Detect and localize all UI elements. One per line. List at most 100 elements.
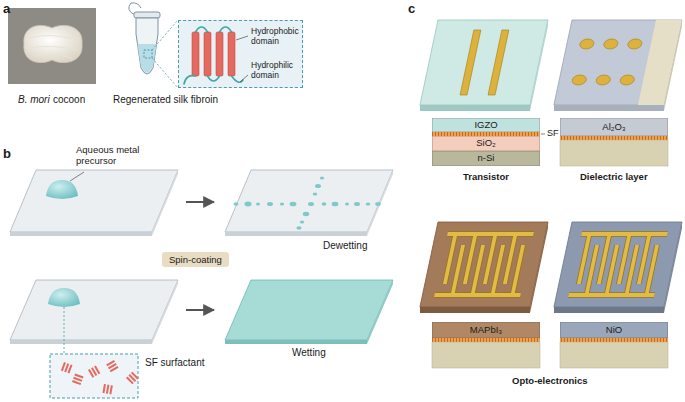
process-arrow — [186, 309, 214, 311]
transistor-tile — [420, 20, 548, 111]
substrate-side — [152, 170, 178, 236]
node-text: NiO — [606, 325, 622, 335]
layer-band: IGZO — [432, 118, 540, 132]
figure-ellipse — [296, 226, 301, 229]
layer-band: MAPbI₃ — [432, 322, 540, 338]
figure-ellipse — [627, 39, 643, 49]
figure-polygon — [664, 222, 682, 313]
figure-g — [61, 362, 73, 374]
figure-rect — [554, 20, 682, 105]
precursor-drop — [48, 288, 80, 307]
substrate-layer — [432, 342, 540, 368]
device-label: Dielectric layer — [580, 171, 648, 182]
figure-ellipse — [256, 203, 260, 206]
cocoon — [24, 25, 82, 62]
zoom-box: Hydrophobic domainHydrophilic domain — [178, 20, 303, 88]
device-label: Transistor — [463, 171, 509, 182]
figure-rect — [488, 30, 509, 95]
cocoon-photo — [8, 8, 96, 84]
figure-g — [420, 20, 548, 105]
figure-rect — [67, 364, 72, 373]
figure-ellipse — [303, 212, 309, 216]
hydrophobic-stripes — [192, 32, 235, 76]
photo-caption: cocoon — [53, 94, 85, 106]
dielectric-tile — [554, 20, 682, 111]
device-label: Opto-electronics — [512, 375, 588, 386]
zoom-line — [152, 58, 178, 88]
callout-label: Aqueous metal precursor — [76, 144, 148, 167]
leader-line — [236, 36, 248, 40]
figure-rect — [554, 222, 682, 307]
dewetted-droplets — [234, 176, 381, 229]
callout-label: SF surfactant — [145, 357, 204, 369]
zoom-line — [152, 20, 178, 50]
leader-line — [240, 75, 248, 82]
substrate-side — [367, 170, 393, 236]
zoom-line — [64, 307, 65, 354]
figure-rect — [192, 32, 199, 76]
figure-path — [434, 234, 533, 295]
layer-band: Al₂O₃ — [560, 118, 668, 136]
tube-liquid — [138, 44, 157, 73]
figure-g — [72, 374, 84, 386]
figure-rect — [420, 20, 548, 105]
state-label: Dewetting — [323, 240, 367, 252]
figure-ellipse — [320, 176, 324, 179]
figure-polygon — [420, 307, 530, 313]
precursor-drop — [46, 180, 78, 199]
figure-path — [568, 234, 667, 295]
panel-letter: b — [3, 146, 11, 162]
figure-rect — [460, 30, 481, 95]
node-text: Al₂O₃ — [602, 122, 625, 132]
process-arrow — [186, 201, 214, 203]
leader-line — [70, 172, 84, 181]
figure-ellipse — [234, 202, 239, 206]
figure-path — [568, 234, 667, 295]
figure-polygon — [554, 105, 664, 111]
node-text: Hydrophobic domain — [251, 27, 299, 47]
figure-ellipse — [603, 39, 619, 49]
figure-ellipse — [267, 202, 273, 206]
sf-layer — [560, 136, 668, 140]
substrate-layer — [560, 342, 668, 368]
tube-cap — [134, 12, 160, 18]
figure-ellipse — [579, 39, 595, 49]
figure-g — [102, 384, 112, 394]
node-text: n-Si — [478, 153, 495, 163]
layer-label: SF — [547, 128, 559, 139]
figure-rect — [110, 366, 119, 372]
figure-rect — [109, 385, 113, 394]
figure-rect — [131, 372, 139, 380]
panel-letter: a — [3, 1, 10, 17]
figure-rect — [228, 32, 235, 76]
substrate-side — [152, 280, 178, 344]
figure-rect — [638, 20, 682, 105]
figure-g — [554, 20, 682, 105]
figure-ellipse — [280, 202, 284, 205]
figure-ellipse — [366, 202, 371, 205]
node-text: Spin-coating — [169, 254, 222, 265]
substrate-front — [10, 340, 152, 344]
figure-rect — [94, 366, 100, 375]
layer-band: n-Si — [432, 151, 540, 166]
substrate-top — [10, 280, 178, 340]
figure-ellipse — [375, 202, 381, 206]
figure-polygon — [664, 20, 682, 111]
substrate-top — [225, 170, 393, 232]
item-caption: Regenerated silk fibroin — [113, 94, 218, 106]
substrate-front — [10, 232, 152, 236]
figure-ellipse — [245, 202, 252, 207]
figure-ellipse — [571, 75, 587, 85]
photodetector-tile — [420, 222, 548, 313]
figure-ellipse — [322, 202, 327, 205]
process-box: Spin-coating — [162, 252, 229, 267]
figure-g — [571, 39, 643, 85]
figure-ellipse — [619, 75, 635, 85]
node-text: Hydrophilic domain — [251, 61, 293, 81]
layer-band: SiO₂ — [432, 136, 540, 151]
figure-ellipse — [313, 192, 318, 195]
figure-polygon — [530, 222, 548, 313]
figure-ellipse — [595, 75, 611, 85]
